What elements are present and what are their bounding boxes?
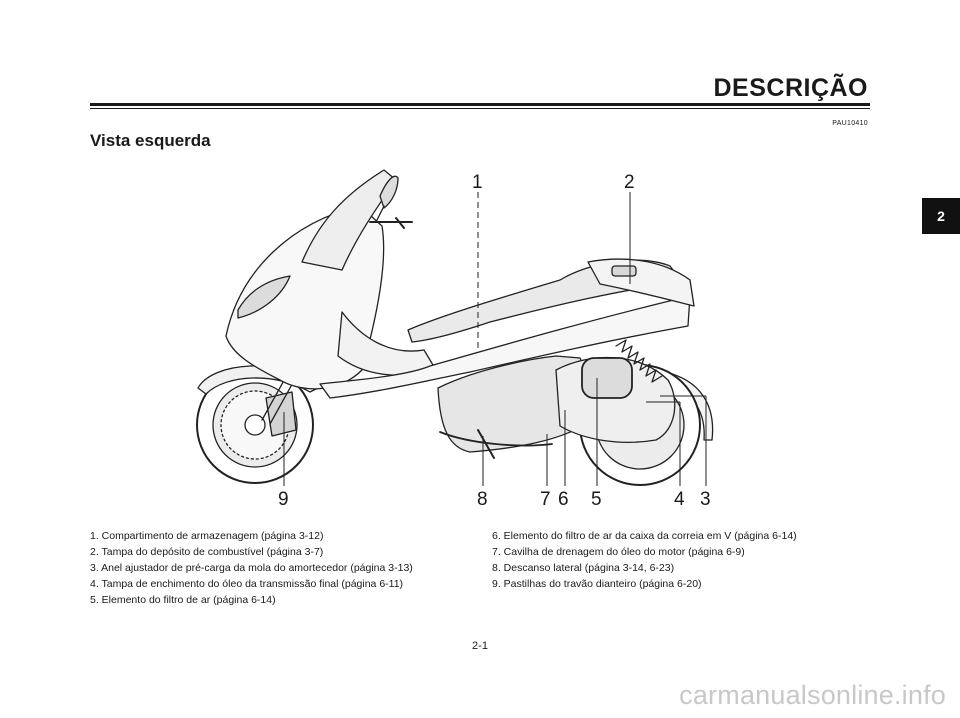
air-filter-box bbox=[581, 357, 633, 399]
callout-8: 8 bbox=[477, 489, 488, 510]
fuel-cap bbox=[611, 265, 637, 277]
tail-body bbox=[587, 258, 695, 307]
legend-item: 2. Tampa do depósito de combustível (pág… bbox=[90, 546, 324, 558]
rear-shock-spring bbox=[615, 339, 663, 383]
legend-item: 4. Tampa de enchimento do óleo da transm… bbox=[90, 578, 404, 590]
exhaust bbox=[439, 431, 553, 447]
legend-item: 9. Pastilhas do travão dianteiro (página… bbox=[492, 578, 702, 590]
leader-line-4 bbox=[646, 401, 681, 486]
callout-7: 7 bbox=[540, 489, 551, 510]
headlight bbox=[237, 275, 291, 319]
legend-item: 8. Descanso lateral (página 3-14, 6-23) bbox=[492, 562, 675, 574]
page-number: 2-1 bbox=[472, 640, 488, 652]
section-title: DESCRIÇÃO bbox=[713, 74, 868, 102]
callout-4: 4 bbox=[674, 489, 685, 510]
document-code: PAU10410 bbox=[832, 120, 868, 127]
watermark: carmanualsonline.info bbox=[679, 680, 946, 710]
legend-item: 5. Elemento do filtro de ar (página 6-14… bbox=[90, 594, 276, 606]
legend-list-right: 6. Elemento do filtro de ar da caixa da … bbox=[492, 528, 797, 592]
header-rule-thick bbox=[90, 103, 870, 106]
scooter-illustration: 1 2 9 8 7 6 5 4 3 bbox=[196, 169, 714, 510]
legend-item: 1. Compartimento de armazenagem (página … bbox=[90, 530, 324, 542]
callout-6: 6 bbox=[558, 489, 569, 510]
legend-item: 6. Elemento do filtro de ar da caixa da … bbox=[492, 530, 797, 542]
callout-2: 2 bbox=[624, 172, 635, 193]
callout-5: 5 bbox=[591, 489, 602, 510]
leader-line-3 bbox=[660, 395, 707, 486]
legend-item: 7. Cavilha de drenagem do óleo do motor … bbox=[492, 546, 745, 558]
handlebar bbox=[369, 217, 413, 229]
legend-item: 3. Anel ajustador de pré-carga da mola d… bbox=[90, 562, 413, 574]
brake-caliper bbox=[265, 391, 297, 437]
callout-9: 9 bbox=[278, 489, 289, 510]
callout-3: 3 bbox=[700, 489, 711, 510]
legend-list-left: 1. Compartimento de armazenagem (página … bbox=[90, 528, 413, 608]
mirror bbox=[379, 175, 399, 209]
side-body bbox=[319, 295, 691, 399]
windscreen bbox=[301, 169, 397, 271]
header-rule-thin bbox=[90, 108, 870, 109]
chapter-tab: 2 bbox=[922, 198, 960, 234]
page-subtitle: Vista esquerda bbox=[90, 131, 211, 150]
callout-1: 1 bbox=[472, 172, 483, 193]
side-stand bbox=[477, 429, 495, 459]
